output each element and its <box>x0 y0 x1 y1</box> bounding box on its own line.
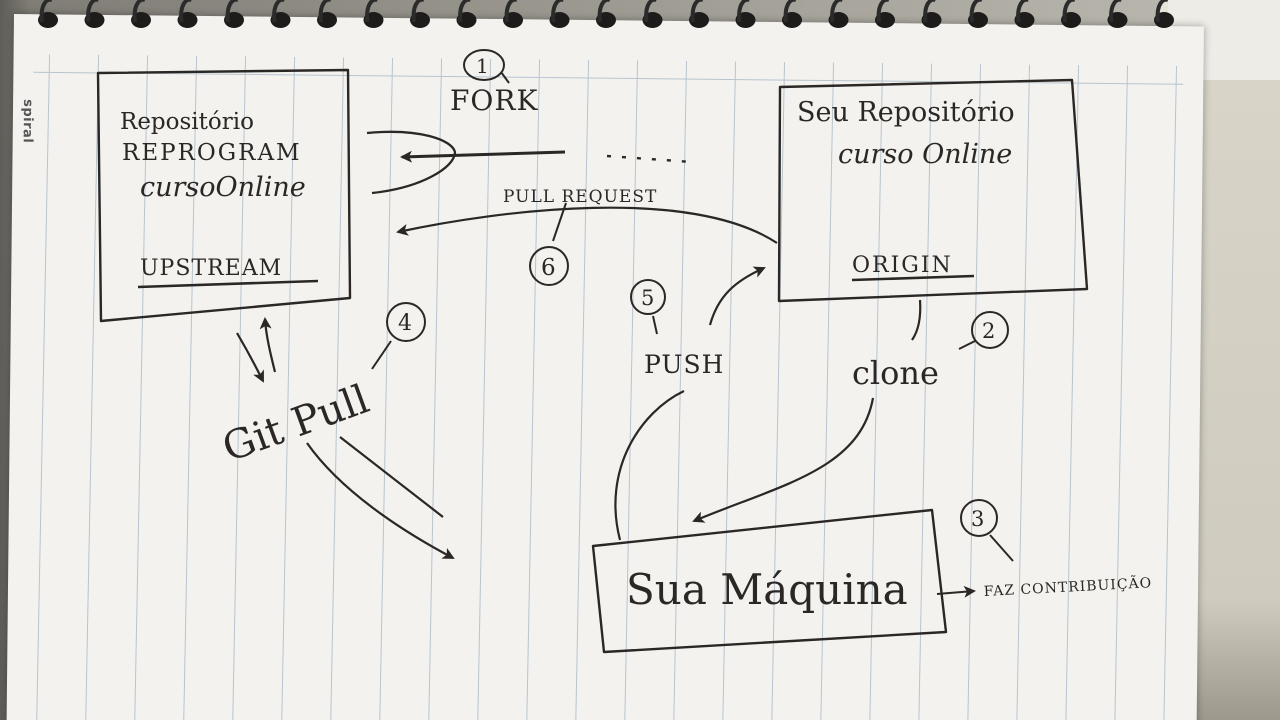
ruled-line <box>182 55 198 720</box>
spiral-ring <box>1154 0 1174 28</box>
spiral-ring <box>968 0 988 28</box>
ruled-line <box>868 63 884 720</box>
push-label: PUSH <box>644 350 724 379</box>
upstream-repo-box: Repositório REPROGRAM cursoOnline UPSTRE… <box>96 68 352 323</box>
step-clone: clone 2 <box>692 299 1009 523</box>
spiral-ring <box>224 0 244 28</box>
ruled-line <box>1162 66 1178 720</box>
ruled-line <box>84 54 100 720</box>
ruled-line <box>133 55 149 720</box>
ruled-line <box>1113 65 1129 720</box>
local-machine-label: Sua Máquina <box>626 565 908 614</box>
spiral-ring <box>131 0 151 28</box>
upstream-line-3: cursoOnline <box>140 172 306 203</box>
spiral-ring <box>270 0 291 28</box>
pull-request-label: PULL REQUEST <box>503 187 657 207</box>
spiral-ring <box>317 0 337 28</box>
spiral-ring <box>38 0 58 28</box>
spiral-ring <box>84 0 105 28</box>
ruled-line <box>35 54 51 720</box>
origin-label: ORIGIN <box>852 253 953 278</box>
clone-label: clone <box>852 354 939 392</box>
ruled-line <box>1015 64 1031 720</box>
contribution-step-number: 3 <box>971 507 984 531</box>
spiral-ring <box>689 0 709 28</box>
spiral-ring <box>782 0 802 28</box>
origin-repo-box: Seu Repositório curso Online ORIGIN <box>777 78 1089 303</box>
spiral-ring <box>363 0 384 28</box>
fork-label: FORK <box>450 84 538 117</box>
ruled-line <box>525 59 541 720</box>
spiral-ring <box>177 0 198 28</box>
origin-line-2: curso Online <box>838 139 1012 170</box>
spiral-ring <box>921 0 942 28</box>
ruled-line <box>476 58 492 720</box>
local-machine-box: Sua Máquina <box>591 508 948 654</box>
ruled-line <box>770 62 786 720</box>
notebook-page: spiral <box>6 14 1204 720</box>
ruled-line <box>1064 65 1080 720</box>
ruled-line <box>378 57 394 720</box>
step-push: 5 PUSH <box>614 266 766 541</box>
spiral-ring <box>410 0 430 28</box>
spiral-ring <box>456 0 477 28</box>
spiral-ring <box>1061 0 1081 28</box>
step-git-pull: 4 Git Pull <box>217 302 455 559</box>
step-contribution: 3 FAZ CONTRIBUIÇÃO <box>936 499 1153 600</box>
ruled-line <box>280 56 296 720</box>
spiral-ring <box>642 0 663 28</box>
clone-step-number: 2 <box>982 319 995 343</box>
origin-line-1: Seu Repositório <box>797 97 1015 128</box>
ruled-line <box>623 60 639 720</box>
spiral-ring <box>875 0 895 28</box>
spiral-ring <box>503 0 523 28</box>
spiral-ring <box>1014 0 1035 28</box>
ruled-line <box>574 60 590 720</box>
ruled-line <box>329 57 345 720</box>
ruled-line <box>721 61 737 720</box>
contribution-label: FAZ CONTRIBUIÇÃO <box>983 573 1152 600</box>
spiral-ring <box>828 0 849 28</box>
spiral-ring <box>549 0 570 28</box>
spiral-binding <box>38 0 1174 28</box>
spiral-ring <box>1107 0 1128 28</box>
step-pull-request: PULL REQUEST 6 <box>396 187 778 286</box>
git-pull-step-number: 4 <box>398 311 412 336</box>
upstream-line-2: REPROGRAM <box>122 140 302 166</box>
ruled-line <box>231 56 247 720</box>
spiral-ring <box>735 0 756 28</box>
ruled-line <box>966 64 982 720</box>
upstream-line-1: Repositório <box>120 109 254 135</box>
push-step-number: 5 <box>641 286 654 310</box>
spiral-ring <box>596 0 616 28</box>
upstream-label: UPSTREAM <box>140 256 282 281</box>
step-fork: 1 FORK <box>366 49 693 195</box>
git-pull-label: Git Pull <box>217 376 375 471</box>
ruled-line <box>672 61 688 720</box>
notebook-rules <box>33 54 1184 720</box>
ruled-line <box>917 63 933 720</box>
fork-step-number: 1 <box>476 54 489 78</box>
ruled-line <box>819 62 835 720</box>
pull-request-step-number: 6 <box>541 255 556 281</box>
